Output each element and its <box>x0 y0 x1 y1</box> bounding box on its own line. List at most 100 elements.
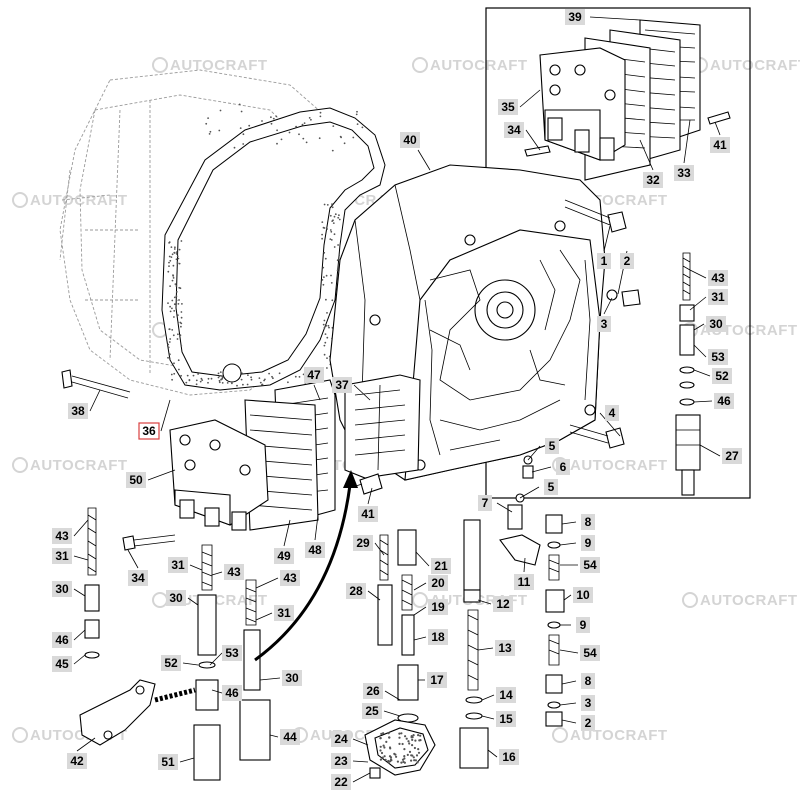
callout-label-text: 37 <box>335 378 349 392</box>
callout-label-text: 32 <box>646 173 660 187</box>
callout-label-box <box>581 695 595 711</box>
callout-label-text: 42 <box>70 754 84 768</box>
callout-label-text: 38 <box>71 404 85 418</box>
callout-label-box <box>68 403 88 419</box>
watermark-logo-icon <box>682 592 698 608</box>
callout-label-8: 8 <box>581 673 595 689</box>
callout-label-box <box>52 528 72 544</box>
callout-label-box <box>576 617 590 633</box>
callout-label-box <box>708 349 728 365</box>
callout-label-12: 12 <box>493 596 513 612</box>
callout-label-text: 36 <box>142 424 156 438</box>
callout-label-9: 9 <box>576 617 590 633</box>
callout-label-text: 20 <box>431 576 445 590</box>
watermark-text: AUTOCRAFT <box>30 192 128 209</box>
callout-label-25: 25 <box>362 703 382 719</box>
callout-label-text: 30 <box>55 582 69 596</box>
callout-label-text: 39 <box>568 10 582 24</box>
callout-label-41: 41 <box>358 506 378 522</box>
callout-label-37: 37 <box>332 377 352 393</box>
callout-label-text: 50 <box>129 473 143 487</box>
callout-label-box <box>722 448 742 464</box>
callout-label-text: 15 <box>499 712 513 726</box>
lower-valve-stacks <box>193 544 271 781</box>
callout-label-box <box>597 253 611 269</box>
callout-label-30: 30 <box>166 590 186 606</box>
callout-label-box <box>138 422 160 440</box>
callout-label-text: 31 <box>711 290 725 304</box>
callout-label-43: 43 <box>224 564 244 580</box>
callout-label-box <box>52 656 72 672</box>
callout-label-box <box>545 438 559 454</box>
callout-label-box <box>274 548 294 564</box>
callout-label-39: 39 <box>565 9 585 25</box>
callout-label-box <box>427 672 447 688</box>
callout-label-box <box>166 590 186 606</box>
callout-label-box <box>158 754 178 770</box>
callout-label-box <box>428 599 448 615</box>
callout-label-box <box>514 574 534 590</box>
callout-label-box <box>714 393 734 409</box>
watermark-text: AUTOCRAFT <box>170 57 268 74</box>
callout-label-box <box>222 685 242 701</box>
callout-label-text: 34 <box>507 123 521 137</box>
callout-label-text: 30 <box>709 317 723 331</box>
callout-label-22: 22 <box>331 774 351 790</box>
callout-label-box <box>478 495 492 511</box>
mounting-bracket <box>79 470 358 746</box>
callout-label-7: 7 <box>478 495 492 511</box>
callout-label-1: 1 <box>597 253 611 269</box>
callout-label-54: 54 <box>580 645 600 661</box>
callout-label-text: 53 <box>711 350 725 364</box>
callout-label-box <box>708 270 728 286</box>
callout-label-2: 2 <box>620 253 634 269</box>
watermark-logo-icon <box>152 57 168 73</box>
watermark-text: AUTOCRAFT <box>700 592 798 609</box>
callout-label-text: 3 <box>601 317 608 331</box>
callout-label-46: 46 <box>714 393 734 409</box>
callout-label-31: 31 <box>168 557 188 573</box>
callout-label-box <box>498 99 518 115</box>
right-valve-stack <box>545 514 565 727</box>
callout-label-box <box>712 368 732 384</box>
callout-label-53: 53 <box>222 645 242 661</box>
callout-label-43: 43 <box>280 570 300 586</box>
callout-label-26: 26 <box>363 683 383 699</box>
callout-label-box <box>305 542 325 558</box>
callout-label-6: 6 <box>556 459 570 475</box>
watermark-text: AUTOCRAFT <box>710 57 800 74</box>
callout-label-42: 42 <box>67 753 87 769</box>
callout-label-box <box>580 557 600 573</box>
callout-label-3: 3 <box>581 695 595 711</box>
callout-label-text: 47 <box>307 368 321 382</box>
callout-label-text: 35 <box>501 100 515 114</box>
callout-label-text: 30 <box>285 671 299 685</box>
watermark-logo-icon <box>12 192 28 208</box>
callout-label-29: 29 <box>353 535 373 551</box>
watermark-text: AUTOCRAFT <box>570 457 668 474</box>
callout-label-text: 6 <box>560 460 567 474</box>
callout-label-text: 27 <box>725 449 739 463</box>
callout-label-text: 22 <box>334 775 348 789</box>
callout-label-box <box>52 632 72 648</box>
callout-label-box <box>706 316 726 332</box>
callout-label-47: 47 <box>304 367 324 383</box>
callout-label-box <box>428 629 448 645</box>
callout-label-box <box>581 715 595 731</box>
callout-label-34: 34 <box>128 570 148 586</box>
callout-label-box <box>331 774 351 790</box>
callout-label-text: 44 <box>283 730 297 744</box>
callout-label-text: 52 <box>164 656 178 670</box>
callout-label-box <box>544 479 558 495</box>
callout-label-9: 9 <box>581 535 595 551</box>
callout-label-32: 32 <box>643 172 663 188</box>
callout-label-text: 7 <box>482 496 489 510</box>
callout-label-40: 40 <box>400 132 420 148</box>
callout-label-text: 54 <box>583 558 597 572</box>
callout-label-19: 19 <box>428 599 448 615</box>
callout-label-text: 5 <box>549 439 556 453</box>
callout-label-text: 54 <box>583 646 597 660</box>
callout-label-text: 45 <box>55 657 69 671</box>
callout-label-box <box>358 506 378 522</box>
